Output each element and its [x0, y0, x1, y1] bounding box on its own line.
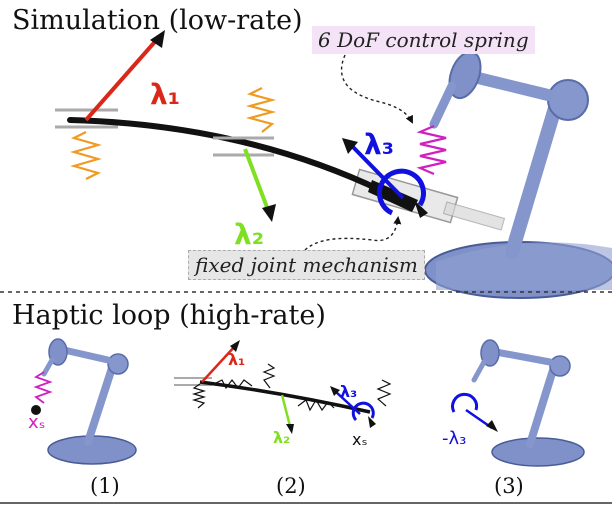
lambda1-label: λ₁	[150, 78, 180, 111]
lambda3-label: λ₃	[364, 128, 394, 161]
xs-label-1: xₛ	[28, 412, 46, 433]
spring-1	[33, 371, 53, 404]
support-left	[55, 108, 118, 129]
instrument-shaft	[67, 117, 413, 208]
haptic-model-2	[174, 340, 392, 434]
top-section-title: Simulation (low-rate)	[12, 5, 303, 36]
fixed-joint-box	[351, 168, 506, 231]
lambda2-label: λ₂	[234, 218, 264, 251]
caption-3: (3)	[494, 474, 524, 498]
spring-left	[70, 131, 102, 180]
control-spring	[416, 124, 447, 176]
caption-1: (1)	[90, 474, 120, 498]
spring-middle	[245, 87, 277, 133]
support-middle	[213, 136, 274, 157]
lambda2-label-2: λ₂	[273, 428, 291, 447]
lambda1-arrow	[84, 34, 162, 122]
haptic-robot-top	[424, 50, 612, 299]
neg-lambda3-torque	[451, 392, 479, 413]
lambda2-arrow	[243, 148, 270, 211]
lambda3-label-2: λ₃	[340, 382, 358, 401]
leader-spring	[340, 54, 413, 124]
robot-3	[471, 339, 585, 467]
neg-lambda3-label: -λ₃	[442, 428, 467, 449]
spring-tag: 6 DoF control spring	[312, 26, 535, 54]
lambda3-arrow	[350, 144, 405, 200]
caption-2: (2)	[276, 474, 306, 498]
leader-joint	[304, 216, 402, 251]
joint-tag: fixed joint mechanism	[188, 250, 425, 280]
xs-label-2: xₛ	[352, 430, 368, 449]
robot-1	[41, 338, 137, 465]
proxy-point-1	[31, 405, 41, 415]
lambda1-label-2: λ₁	[228, 350, 246, 369]
bottom-section-title: Haptic loop (high-rate)	[12, 300, 326, 331]
lambda3-torque	[377, 168, 426, 216]
